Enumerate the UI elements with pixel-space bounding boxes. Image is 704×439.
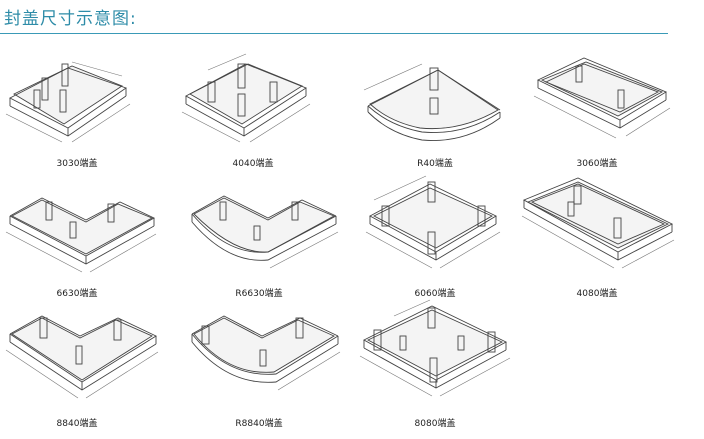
endcap-4040-drawing [181, 53, 311, 143]
endcap-r6630-label: R6630端盖 [235, 289, 283, 299]
endcap-4080-label: 4080端盖 [576, 289, 618, 299]
page-title: 封盖尺寸示意图: [4, 9, 137, 29]
endcap-6060-label: 6060端盖 [414, 289, 456, 299]
endcap-8840: 8840端盖 [2, 306, 159, 429]
endcap-8840-label: 8840端盖 [56, 419, 98, 429]
endcap-4080-drawing [521, 177, 675, 269]
endcap-r6630: R6630端盖 [184, 176, 339, 299]
endcap-r8840-label: R8840端盖 [235, 419, 283, 429]
title-divider [0, 33, 668, 34]
endcap-3030-drawing [5, 61, 131, 143]
endcap-8080-drawing [359, 299, 511, 397]
endcap-r8840: R8840端盖 [184, 306, 341, 429]
endcap-r40: R40端盖 [360, 46, 510, 169]
endcap-6060: 6060端盖 [360, 175, 510, 299]
endcap-8080: 8080端盖 [359, 299, 511, 429]
endcap-r40-label: R40端盖 [417, 159, 453, 169]
endcap-r40-drawing [363, 63, 501, 141]
endcap-6630-drawing [5, 197, 157, 273]
endcap-4040-label: 4040端盖 [232, 159, 274, 169]
endcap-6630: 6630端盖 [2, 176, 157, 299]
endcap-4080: 4080端盖 [521, 176, 675, 299]
endcap-6630-label: 6630端盖 [56, 289, 98, 299]
endcap-4040: 4040端盖 [178, 46, 328, 169]
endcap-3030-label: 3030端盖 [56, 159, 98, 169]
endcap-3030: 3030端盖 [2, 46, 152, 169]
endcap-8840-drawing [5, 315, 159, 399]
endcap-3060: 3060端盖 [522, 46, 672, 169]
endcap-r6630-drawing [191, 195, 339, 269]
endcap-3060-label: 3060端盖 [576, 159, 618, 169]
endcap-r8840-drawing [191, 315, 341, 391]
endcap-3060-drawing [533, 57, 671, 139]
endcap-6060-drawing [365, 175, 501, 269]
endcap-8080-label: 8080端盖 [414, 419, 456, 429]
